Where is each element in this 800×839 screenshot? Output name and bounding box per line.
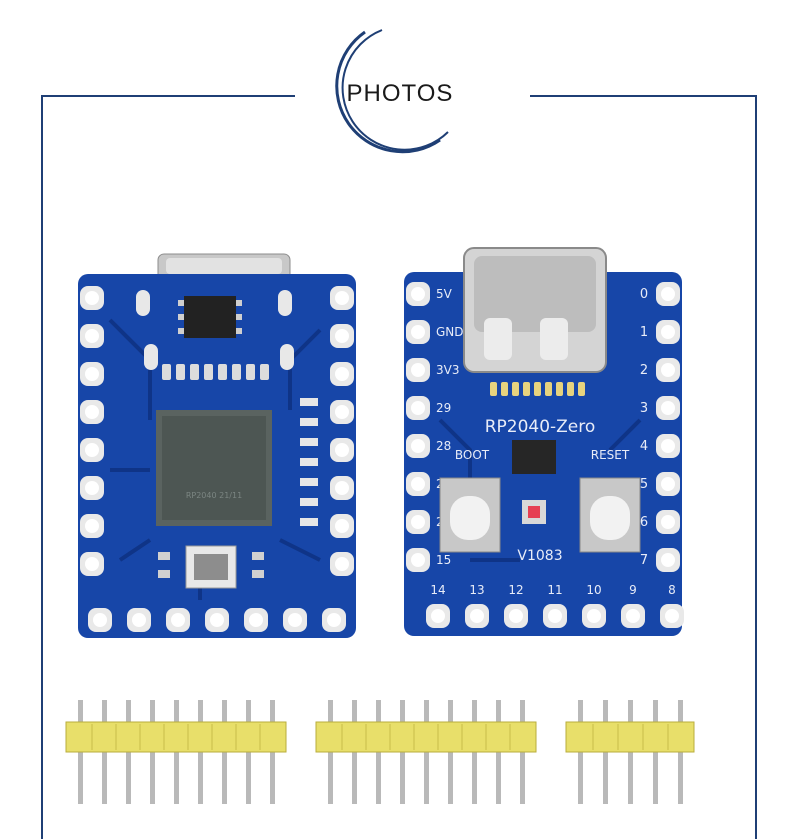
reset-button[interactable] (579, 477, 641, 553)
pin-label: 12 (508, 583, 523, 597)
castellated-pads-left-front (406, 282, 430, 572)
ws2812-led (512, 440, 556, 474)
castellated-pads-right-front (656, 282, 680, 572)
castellated-pads-left (80, 286, 104, 576)
board-model-label: RP2040-Zero (485, 417, 596, 437)
castellated-pads-bottom (88, 608, 346, 632)
pin-header-strip (565, 700, 695, 804)
pin-header-strip (315, 700, 537, 804)
version-label: V1083 (517, 548, 562, 564)
pin-label: 2 (640, 363, 648, 378)
pin-label: 7 (640, 553, 648, 568)
pin-label: GND (436, 325, 464, 339)
boot-button[interactable] (439, 477, 501, 553)
chip-marking: RP2040 21/11 (186, 491, 242, 500)
pin-label: 9 (629, 583, 637, 597)
boot-label: BOOT (455, 448, 490, 462)
pin-label: 5V (436, 287, 453, 301)
pin-label: 10 (586, 583, 601, 597)
castellated-pads-right (330, 286, 354, 576)
pin-label: 11 (547, 583, 562, 597)
pin-label: 6 (640, 515, 648, 530)
pin-label: 29 (436, 401, 451, 415)
page-title: PHOTOS (346, 80, 454, 107)
pin-header-strip (65, 700, 287, 804)
pin-label: 0 (640, 287, 648, 302)
pin-label: 3V3 (436, 363, 459, 377)
pin-label: 15 (436, 553, 451, 567)
pin-label: 3 (640, 401, 648, 416)
pin-label: 28 (436, 439, 451, 453)
pin-label: 8 (668, 583, 676, 597)
pin-label: 4 (640, 439, 648, 454)
frame-border (41, 95, 757, 839)
pin-label: 14 (430, 583, 445, 597)
pin-label: 13 (469, 583, 484, 597)
pin-headers (65, 700, 695, 804)
crescent-decoration (335, 29, 449, 154)
pin-label: 5 (640, 477, 648, 492)
pin-label: 1 (640, 325, 648, 340)
castellated-pads-bottom-front (426, 604, 684, 628)
board-back: RP2040 21/11 (78, 253, 356, 638)
reset-label: RESET (591, 448, 630, 462)
regulator-chip (184, 296, 236, 338)
